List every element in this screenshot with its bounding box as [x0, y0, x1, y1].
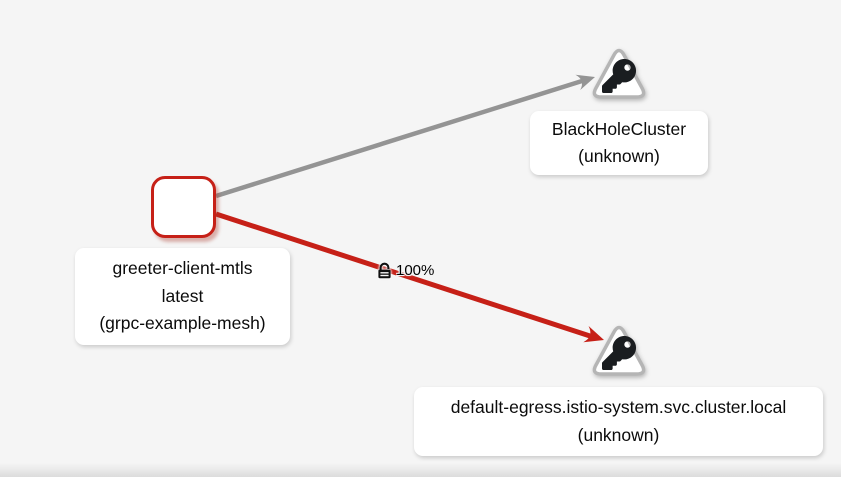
- workload-name: greeter-client-mtls: [112, 258, 253, 279]
- workload-node-greeter-client-mtls[interactable]: [151, 176, 216, 238]
- edge-to-egress-mtls[interactable]: [215, 211, 607, 348]
- mtls-lock-icon: [377, 262, 392, 279]
- mtls-edge-label[interactable]: 100%: [377, 262, 434, 279]
- blackhole-namespace: (unknown): [578, 146, 660, 166]
- egress-namespace: (unknown): [577, 424, 660, 445]
- workload-namespace: (grpc-example-mesh): [99, 313, 266, 334]
- blackhole-name: BlackHoleCluster: [551, 118, 687, 139]
- service-entry-node-blackhole[interactable]: [590, 44, 648, 106]
- arrowhead-red: [583, 326, 604, 343]
- mtls-percentage: 100%: [396, 262, 435, 279]
- egress-name: default-egress.istio-system.svc.cluster.…: [450, 397, 787, 417]
- edge-to-blackhole[interactable]: [215, 69, 597, 199]
- workload-version: latest: [161, 285, 204, 306]
- blackhole-node-label[interactable]: BlackHoleCluster (unknown): [530, 111, 708, 175]
- service-entry-node-egress[interactable]: [590, 321, 648, 383]
- arrowhead-gray: [575, 74, 595, 91]
- key-icon: [602, 336, 637, 371]
- workload-node-label[interactable]: greeter-client-mtls latest (grpc-example…: [75, 248, 290, 345]
- key-icon: [602, 59, 637, 94]
- egress-node-label[interactable]: default-egress.istio-system.svc.cluster.…: [414, 387, 823, 456]
